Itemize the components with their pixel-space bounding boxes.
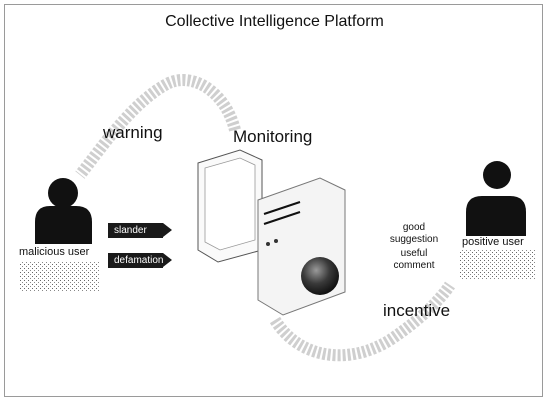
globe-icon xyxy=(301,257,339,295)
diagram-title: Collective Intelligence Platform xyxy=(165,13,384,30)
positive-user-icon xyxy=(460,161,535,280)
slander-arrow: slander xyxy=(108,223,172,238)
incentive-flow-arrow xyxy=(269,281,455,362)
malicious-user-label: malicious user xyxy=(17,246,92,258)
malicious-user-icon xyxy=(20,178,100,292)
defamation-arrow: defamation xyxy=(108,253,172,268)
server-icon xyxy=(197,149,346,316)
warning-flow-arrow xyxy=(75,74,241,179)
monitoring-label: Monitoring xyxy=(233,127,313,146)
defamation-label: defamation xyxy=(114,255,164,266)
diagram-frame xyxy=(4,4,543,397)
useful-comment-label: useful comment xyxy=(393,248,435,271)
good-suggestion-label: good suggestion xyxy=(389,222,439,245)
warning-label: warning xyxy=(103,123,163,142)
positive-user-label: positive user xyxy=(460,236,526,248)
slander-label: slander xyxy=(114,225,147,236)
incentive-label: incentive xyxy=(383,301,451,320)
